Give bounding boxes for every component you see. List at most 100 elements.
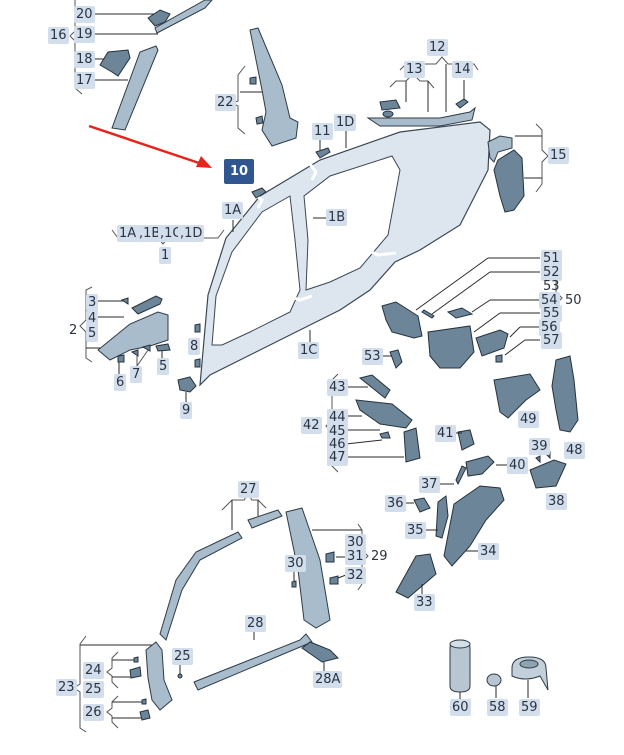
callout-27[interactable]: 27 xyxy=(238,481,259,498)
callout-34[interactable]: 34 xyxy=(478,543,499,560)
callout-6[interactable]: 6 xyxy=(114,374,127,391)
callout-33[interactable]: 33 xyxy=(414,594,435,611)
part-48[interactable] xyxy=(551,355,579,433)
part-38[interactable] xyxy=(529,459,567,489)
callout-39[interactable]: 39 xyxy=(529,438,550,455)
callout-35[interactable]: 35 xyxy=(405,522,426,539)
callout-1[interactable]: 1 xyxy=(159,247,172,264)
part-14[interactable] xyxy=(455,98,469,109)
callout-47[interactable]: 47 xyxy=(327,449,348,466)
part-51[interactable] xyxy=(381,301,423,339)
part-40[interactable] xyxy=(465,455,495,477)
callout-1D[interactable]: 1D xyxy=(334,114,357,131)
part-18[interactable] xyxy=(99,49,131,77)
callout-58[interactable]: 58 xyxy=(487,699,508,716)
callout-37[interactable]: 37 xyxy=(419,476,440,493)
callout-55[interactable]: 55 xyxy=(541,305,562,322)
callout-57[interactable]: 57 xyxy=(541,332,562,349)
part-23-pillar-base[interactable] xyxy=(145,641,173,711)
callout-40[interactable]: 40 xyxy=(507,457,528,474)
part-41[interactable] xyxy=(457,429,475,451)
callout-13[interactable]: 13 xyxy=(404,61,425,78)
part-22-clip-a[interactable] xyxy=(249,76,257,85)
part-8b[interactable] xyxy=(194,358,201,368)
part-10-clip[interactable] xyxy=(251,187,267,199)
part-46[interactable] xyxy=(379,431,391,439)
part-7b[interactable] xyxy=(141,344,151,352)
callout-24[interactable]: 24 xyxy=(83,662,104,679)
part-24a[interactable] xyxy=(133,656,139,663)
callout-23[interactable]: 23 xyxy=(56,679,77,696)
callout-56[interactable]: 56 xyxy=(539,319,560,336)
part-8a[interactable] xyxy=(194,323,201,333)
callout-16[interactable]: 16 xyxy=(48,27,69,44)
part-24b[interactable] xyxy=(129,666,142,679)
callout-11[interactable]: 11 xyxy=(312,123,333,140)
part-32[interactable] xyxy=(329,575,339,585)
part-19[interactable] xyxy=(154,0,213,34)
part-15b[interactable] xyxy=(493,149,525,213)
callout-30-list[interactable]: 30 xyxy=(345,534,366,551)
callout-22[interactable]: 22 xyxy=(215,94,236,111)
part-7a[interactable] xyxy=(130,349,139,357)
callout-28A[interactable]: 28A xyxy=(313,671,343,688)
callout-46[interactable]: 46 xyxy=(327,436,348,453)
part-6[interactable] xyxy=(117,354,125,363)
part-58-cap[interactable] xyxy=(486,673,502,687)
part-26b[interactable] xyxy=(139,709,151,721)
callout-2[interactable]: 2 xyxy=(69,323,78,338)
callout-60[interactable]: 60 xyxy=(450,699,471,716)
callout-5[interactable]: 5 xyxy=(157,358,170,375)
part-36[interactable] xyxy=(413,497,431,513)
callout-15[interactable]: 15 xyxy=(548,147,569,164)
callout-20[interactable]: 20 xyxy=(74,6,95,23)
callout-26[interactable]: 26 xyxy=(83,704,104,721)
part-28A[interactable] xyxy=(301,641,339,663)
callout-9[interactable]: 9 xyxy=(180,402,193,419)
callout-49[interactable]: 49 xyxy=(518,411,539,428)
callout-38[interactable]: 38 xyxy=(546,493,567,510)
part-56[interactable] xyxy=(475,329,509,357)
callout-48[interactable]: 48 xyxy=(564,442,585,459)
part-30[interactable] xyxy=(291,580,297,588)
part-47[interactable] xyxy=(403,427,421,463)
callout-18[interactable]: 18 xyxy=(74,51,95,68)
part-26a[interactable] xyxy=(141,698,147,705)
callout-42[interactable]: 42 xyxy=(301,417,322,434)
callout-25[interactable]: 25 xyxy=(172,648,193,665)
callout-4[interactable]: 4 xyxy=(86,310,99,327)
part-b-pillar[interactable] xyxy=(285,507,331,629)
callout-25-group23[interactable]: 25 xyxy=(83,681,104,698)
part-49[interactable] xyxy=(493,373,541,419)
part-53[interactable] xyxy=(389,349,403,369)
callout-51[interactable]: 51 xyxy=(541,250,562,267)
group-1-item-1D[interactable]: ,1D xyxy=(178,225,205,242)
part-12-roof-trim[interactable] xyxy=(366,106,476,127)
part-52[interactable] xyxy=(421,309,435,319)
part-3[interactable] xyxy=(120,297,129,305)
callout-54[interactable]: 54 xyxy=(539,292,560,309)
callout-36[interactable]: 36 xyxy=(385,495,406,512)
part-54[interactable] xyxy=(446,307,474,319)
callout-31[interactable]: 31 xyxy=(345,548,366,565)
part-27a[interactable] xyxy=(159,531,243,641)
callout-50[interactable]: 50 xyxy=(565,293,582,308)
group-1-item-1B[interactable]: ,1B xyxy=(137,225,163,242)
callout-43[interactable]: 43 xyxy=(327,379,348,396)
part-17[interactable] xyxy=(111,45,159,131)
part-2-wheelhouse[interactable] xyxy=(97,311,169,361)
callout-1C[interactable]: 1C xyxy=(298,342,320,359)
part-55[interactable] xyxy=(427,325,475,369)
part-43[interactable] xyxy=(358,374,391,399)
part-b-pillar-inner[interactable] xyxy=(249,27,299,147)
callout-3[interactable]: 3 xyxy=(86,294,99,311)
part-13a[interactable] xyxy=(379,99,401,111)
group-1-item-1C[interactable]: ,1C xyxy=(158,225,184,242)
callout-12[interactable]: 12 xyxy=(427,39,448,56)
callout-19[interactable]: 19 xyxy=(74,26,95,43)
callout-53[interactable]: 53 xyxy=(362,348,383,365)
part-28-sill[interactable] xyxy=(193,633,313,691)
callout-17[interactable]: 17 xyxy=(74,72,95,89)
group-1-item-1A[interactable]: 1A xyxy=(117,225,139,242)
callout-1B[interactable]: 1B xyxy=(326,209,348,226)
